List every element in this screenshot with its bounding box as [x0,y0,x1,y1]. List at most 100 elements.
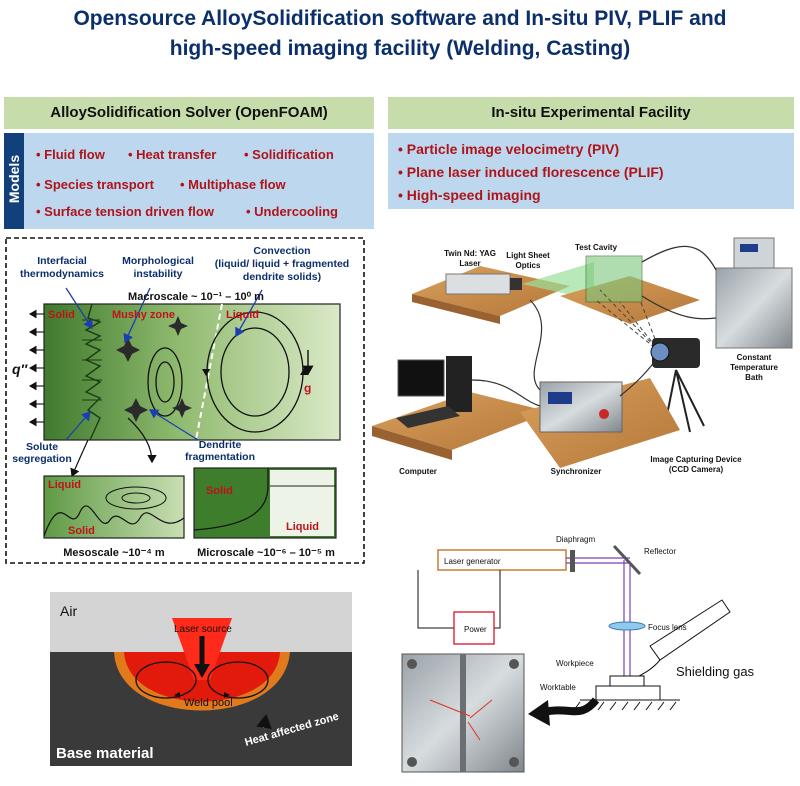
diaphragm [570,550,575,572]
label-convection-3: dendrite solids) [243,271,321,283]
model-surface-tension: Surface tension driven flow [36,204,214,219]
label-weld-pool: Weld pool [184,697,233,709]
label-thermodynamics: thermodynamics [20,268,104,280]
meso-loop-outer [105,486,167,510]
schematic-frame [5,237,365,564]
label-test-cavity: Test Cavity [575,243,618,252]
label-liquid: Liquid [226,309,259,321]
label-meso-liquid: Liquid [48,479,81,491]
light-sheet [522,262,594,300]
bolt-br [509,757,519,767]
label-synchronizer: Synchronizer [551,467,602,476]
computer-table [372,392,550,450]
facility-cables [471,299,657,407]
item-plif: Plane laser induced florescence (PLIF) [398,164,664,180]
mushy-loop-inner [155,361,175,403]
label-camera-2: (CCD Camera) [669,465,724,474]
label-meso-solid: Solid [68,525,95,537]
item-piv: Particle image velocimetry (PIV) [398,141,619,157]
crystal-fragments [116,316,192,422]
label-fragmentation: fragmentation [185,451,255,463]
title-line-1: Opensource AlloySolidification software … [73,7,727,30]
bath-hoses [641,245,717,320]
dendrite-front [84,303,102,441]
label-shielding-gas: Shielding gas [676,664,755,679]
label-instability: instability [133,268,182,280]
model-heat-transfer: Heat transfer [128,147,216,162]
model-fluid-flow: Fluid flow [36,147,105,162]
label-mushy: Mushy zone [112,309,175,321]
label-diaphragm: Diaphragm [556,535,595,544]
sync-button [599,409,609,419]
focus-lens [608,621,646,631]
schematic-labels-top: Interfacial thermodynamics Morphological… [20,245,349,283]
weld-loop-right [207,661,269,699]
label-macroscale: Macroscale ~ 10⁻¹ – 10⁰ m [128,291,264,303]
page-title: Opensource AlloySolidification software … [0,4,800,64]
label-microscale: Microscale ~10⁻⁶ – 10⁻⁵ m [197,547,335,559]
zoom-to-micro [127,417,157,464]
mesoscale-box [43,475,185,539]
zoom-to-meso [70,439,89,478]
bolt-tl [407,659,417,669]
label-convection: Convection [253,245,310,257]
bolt-bl [407,757,417,767]
label-base-material: Base material [56,745,154,762]
solver-header: AlloySolidification Solver (OpenFOAM) [4,97,374,129]
label-mesoscale: Mesoscale ~10⁻⁴ m [63,547,165,559]
label-morphological: Morphological [122,255,194,267]
worktable [595,685,661,701]
label-workpiece: Workpiece [556,659,594,668]
model-multiphase-flow: Multiphase flow [180,177,286,192]
bath-display [740,244,758,252]
micro-interface [193,468,269,531]
label-micro-liquid: Liquid [286,521,319,533]
laser-generator [437,549,567,571]
label-camera-1: Image Capturing Device [650,455,742,464]
yag-laser [445,273,511,295]
label-optics-1: Light Sheet [506,251,550,260]
setup-labels: Diaphragm Reflector Laser generator Powe… [444,535,687,692]
computer-tower [446,356,472,412]
label-yag-2: Laser [459,259,480,268]
label-heat-flux: q″ [12,361,29,377]
label-gravity: g [304,381,311,395]
weld-loop-arrows [174,692,230,698]
bath-controller [733,237,775,269]
label-worktable: Worktable [540,683,576,692]
micro-liquid-region [270,470,334,536]
heat-flux-arrows [28,309,44,427]
workpiece [609,675,645,687]
laser-arrow-head [194,664,210,678]
liquidus-line [195,303,223,441]
piv-labels: Twin Nd: YAG Laser Light Sheet Optics Te… [399,243,778,476]
facility-header: In-situ Experimental Facility [388,97,794,129]
model-species-transport: Species transport [36,177,154,192]
label-power: Power [464,625,487,634]
camera-lens [650,342,670,362]
label-bath-2: Temperature [730,363,778,372]
computer-table-edge [372,426,452,460]
item-imaging: High-speed imaging [398,187,541,203]
label-reflector: Reflector [644,547,676,556]
label-laser-source: Laser source [174,624,232,635]
test-cavity [585,255,643,303]
synchronizer-box [539,381,623,433]
label-solid: Solid [48,309,75,321]
annotation-arrows [65,287,263,441]
title-line-2: high-speed imaging facility (Welding, Ca… [169,37,631,60]
gas-nozzle [649,599,731,661]
keyboard [396,406,460,428]
power-box [453,611,495,645]
photo-annotations [429,699,493,741]
label-computer: Computer [399,467,437,476]
label-dendrite: Dendrite [199,439,242,451]
camera-view-lines [595,289,661,353]
photo-link-arrow [543,697,600,716]
mushy-loop-outer [147,347,183,417]
schematic-labels-bottom: Solute segregation Dendrite fragmentatio… [12,439,255,465]
model-undercooling: Undercooling [246,204,338,219]
label-micro-solid: Solid [206,485,233,497]
temperature-bath [715,267,793,349]
